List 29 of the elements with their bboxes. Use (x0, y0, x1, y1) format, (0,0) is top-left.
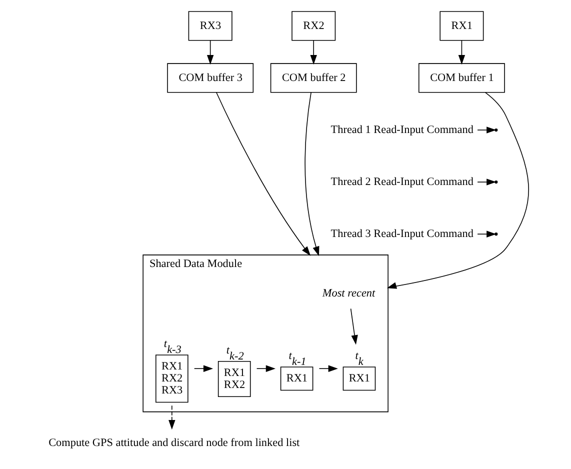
node-text: Most recent (322, 287, 376, 300)
arrow (477, 126, 496, 134)
node-text: Compute GPS attitude and discard node from linked list (48, 437, 300, 450)
arrow (350, 308, 358, 345)
arrow (216, 92, 311, 256)
node-box: RX2 (292, 11, 336, 41)
node-box: COM buffer 2 (270, 63, 357, 93)
node-box: RX3 (188, 11, 232, 41)
arrow (168, 405, 176, 430)
node-text: Thread 1 Read-Input Command (330, 124, 474, 136)
arrow (256, 365, 276, 372)
node-box: COM buffer 1 (418, 63, 505, 93)
arrow (318, 365, 338, 372)
node-box: RX1 RX2 RX3 (155, 354, 188, 403)
node-text: Thread 3 Read-Input Command (330, 228, 474, 240)
node-box: RX1 (342, 366, 376, 391)
node-box: RX1 (280, 366, 314, 391)
arrow (304, 92, 320, 256)
arrow (194, 365, 214, 372)
arrow (477, 230, 496, 238)
arrow (386, 92, 529, 289)
node-box: COM buffer 3 (167, 63, 254, 93)
arrow (206, 40, 214, 65)
arrow (477, 178, 496, 186)
arrow (458, 40, 466, 65)
node-text: Thread 2 Read-Input Command (330, 176, 474, 188)
node-box: RX1 (440, 11, 484, 41)
arrow (310, 40, 317, 65)
node-box: RX1 RX2 (218, 361, 251, 398)
